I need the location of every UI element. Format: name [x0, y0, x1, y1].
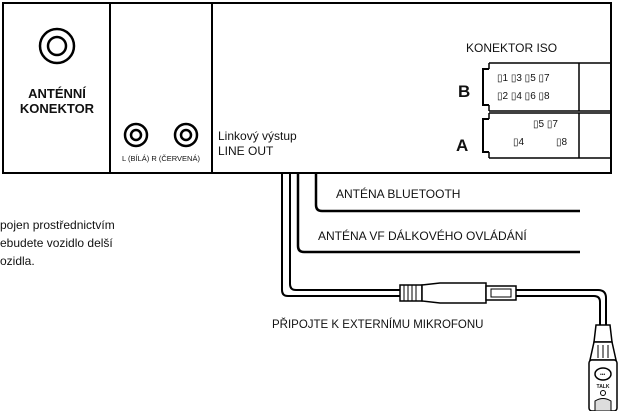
iso-a-pins-row2: ▯4	[513, 137, 525, 148]
rca-left-jack	[123, 122, 149, 148]
rf-antenna-label: ANTÉNA VF DÁLKOVÉHO OVLÁDÁNÍ	[318, 228, 527, 243]
line-out-label-en: LINE OUT	[218, 144, 274, 158]
iso-connector-b	[482, 62, 611, 112]
note-text-line: pojen prostřednictvím	[0, 218, 115, 232]
svg-text:•••: •••	[600, 372, 606, 378]
rca-label: L (BÍLÁ) R (ČERVENÁ)	[122, 154, 200, 163]
bluetooth-antenna-label: ANTÉNA BLUETOOTH	[336, 186, 460, 201]
note-text-line: ebudete vozidlo delší	[0, 236, 113, 250]
iso-connector-a	[482, 112, 611, 159]
antenna-connector	[38, 27, 76, 65]
iso-connector-title: KONEKTOR ISO	[466, 41, 557, 55]
iso-a-pins-row1: ▯5 ▯7	[533, 119, 558, 130]
iso-b-letter: B	[458, 82, 470, 101]
antenna-connector-label: ANTÉNNÍ	[28, 86, 86, 101]
bluetooth-antenna-cable	[314, 173, 580, 213]
iso-a-letter: A	[456, 136, 468, 155]
head-unit-back-panel	[2, 2, 612, 174]
rca-right-jack	[173, 122, 199, 148]
talk-button-label: TALK	[597, 384, 610, 390]
iso-b-pins-row2: ▯2 ▯4 ▯6 ▯8	[497, 91, 550, 102]
microphone-cable	[281, 173, 607, 325]
iso-b-pins-row1: ▯1 ▯3 ▯5 ▯7	[497, 73, 550, 84]
line-out-label-cz: Linkový výstup	[218, 129, 297, 143]
external-microphone: •••	[588, 324, 618, 411]
antenna-connector-label: KONEKTOR	[20, 101, 95, 116]
microphone-label: PŘIPOJTE K EXTERNÍMU MIKROFONU	[272, 318, 484, 331]
iso-a-pins-row2: ▯8	[556, 137, 568, 148]
note-text-line: ozidla.	[0, 254, 35, 268]
rf-antenna-cable	[296, 173, 580, 254]
